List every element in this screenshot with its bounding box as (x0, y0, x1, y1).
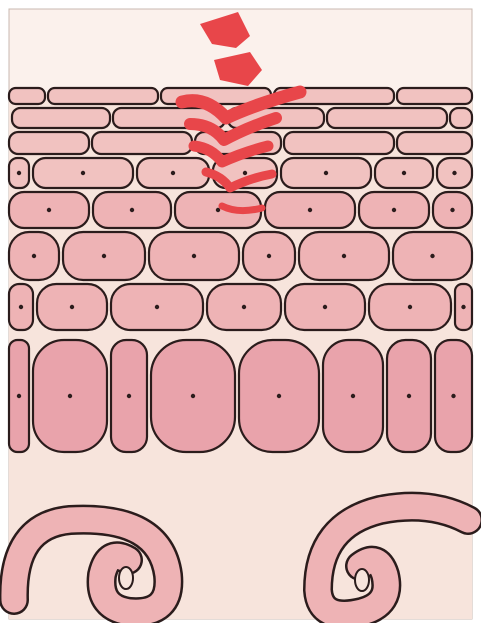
cell-nucleus (267, 254, 271, 258)
cell-nucleus (324, 171, 328, 175)
cell-nucleus (47, 208, 51, 212)
surface-cell (397, 88, 472, 104)
cell-nucleus (81, 171, 85, 175)
cell-nucleus (342, 254, 346, 258)
cell-nucleus (452, 171, 456, 175)
cell-nucleus (430, 254, 434, 258)
cell-nucleus (70, 305, 74, 309)
cell-nucleus (102, 254, 106, 258)
coil-right-lumen (355, 569, 369, 591)
cell-nucleus (68, 394, 72, 398)
cell-nucleus (323, 305, 327, 309)
cell-nucleus (450, 208, 454, 212)
cell-nucleus (402, 171, 406, 175)
surface-cell (450, 108, 472, 128)
cell-nucleus (308, 208, 312, 212)
cell-nucleus (451, 394, 455, 398)
surface-cell (9, 88, 45, 104)
cell-nucleus (127, 394, 131, 398)
cell-nucleus (277, 394, 281, 398)
cell-nucleus (17, 394, 21, 398)
cell-nucleus (408, 305, 412, 309)
cell-nucleus (155, 305, 159, 309)
surface-layer (9, 88, 472, 154)
cell-nucleus (351, 394, 355, 398)
coil-left-lumen (119, 567, 133, 589)
cell-nucleus (32, 254, 36, 258)
cell-nucleus (243, 171, 247, 175)
surface-cell (327, 108, 447, 128)
surface-cell (397, 132, 472, 154)
cell-nucleus (130, 208, 134, 212)
cell-nucleus (19, 305, 23, 309)
cell-nucleus (242, 305, 246, 309)
surface-cell (48, 88, 158, 104)
cell-nucleus (17, 171, 21, 175)
cell-nucleus (407, 394, 411, 398)
surface-cell (92, 132, 192, 154)
cell-nucleus (392, 208, 396, 212)
cell-nucleus (191, 394, 195, 398)
surface-cell (9, 132, 89, 154)
surface-cell (12, 108, 110, 128)
cell-nucleus (171, 171, 175, 175)
surface-cell (284, 132, 394, 154)
cell-nucleus (461, 305, 465, 309)
cell-nucleus (192, 254, 196, 258)
